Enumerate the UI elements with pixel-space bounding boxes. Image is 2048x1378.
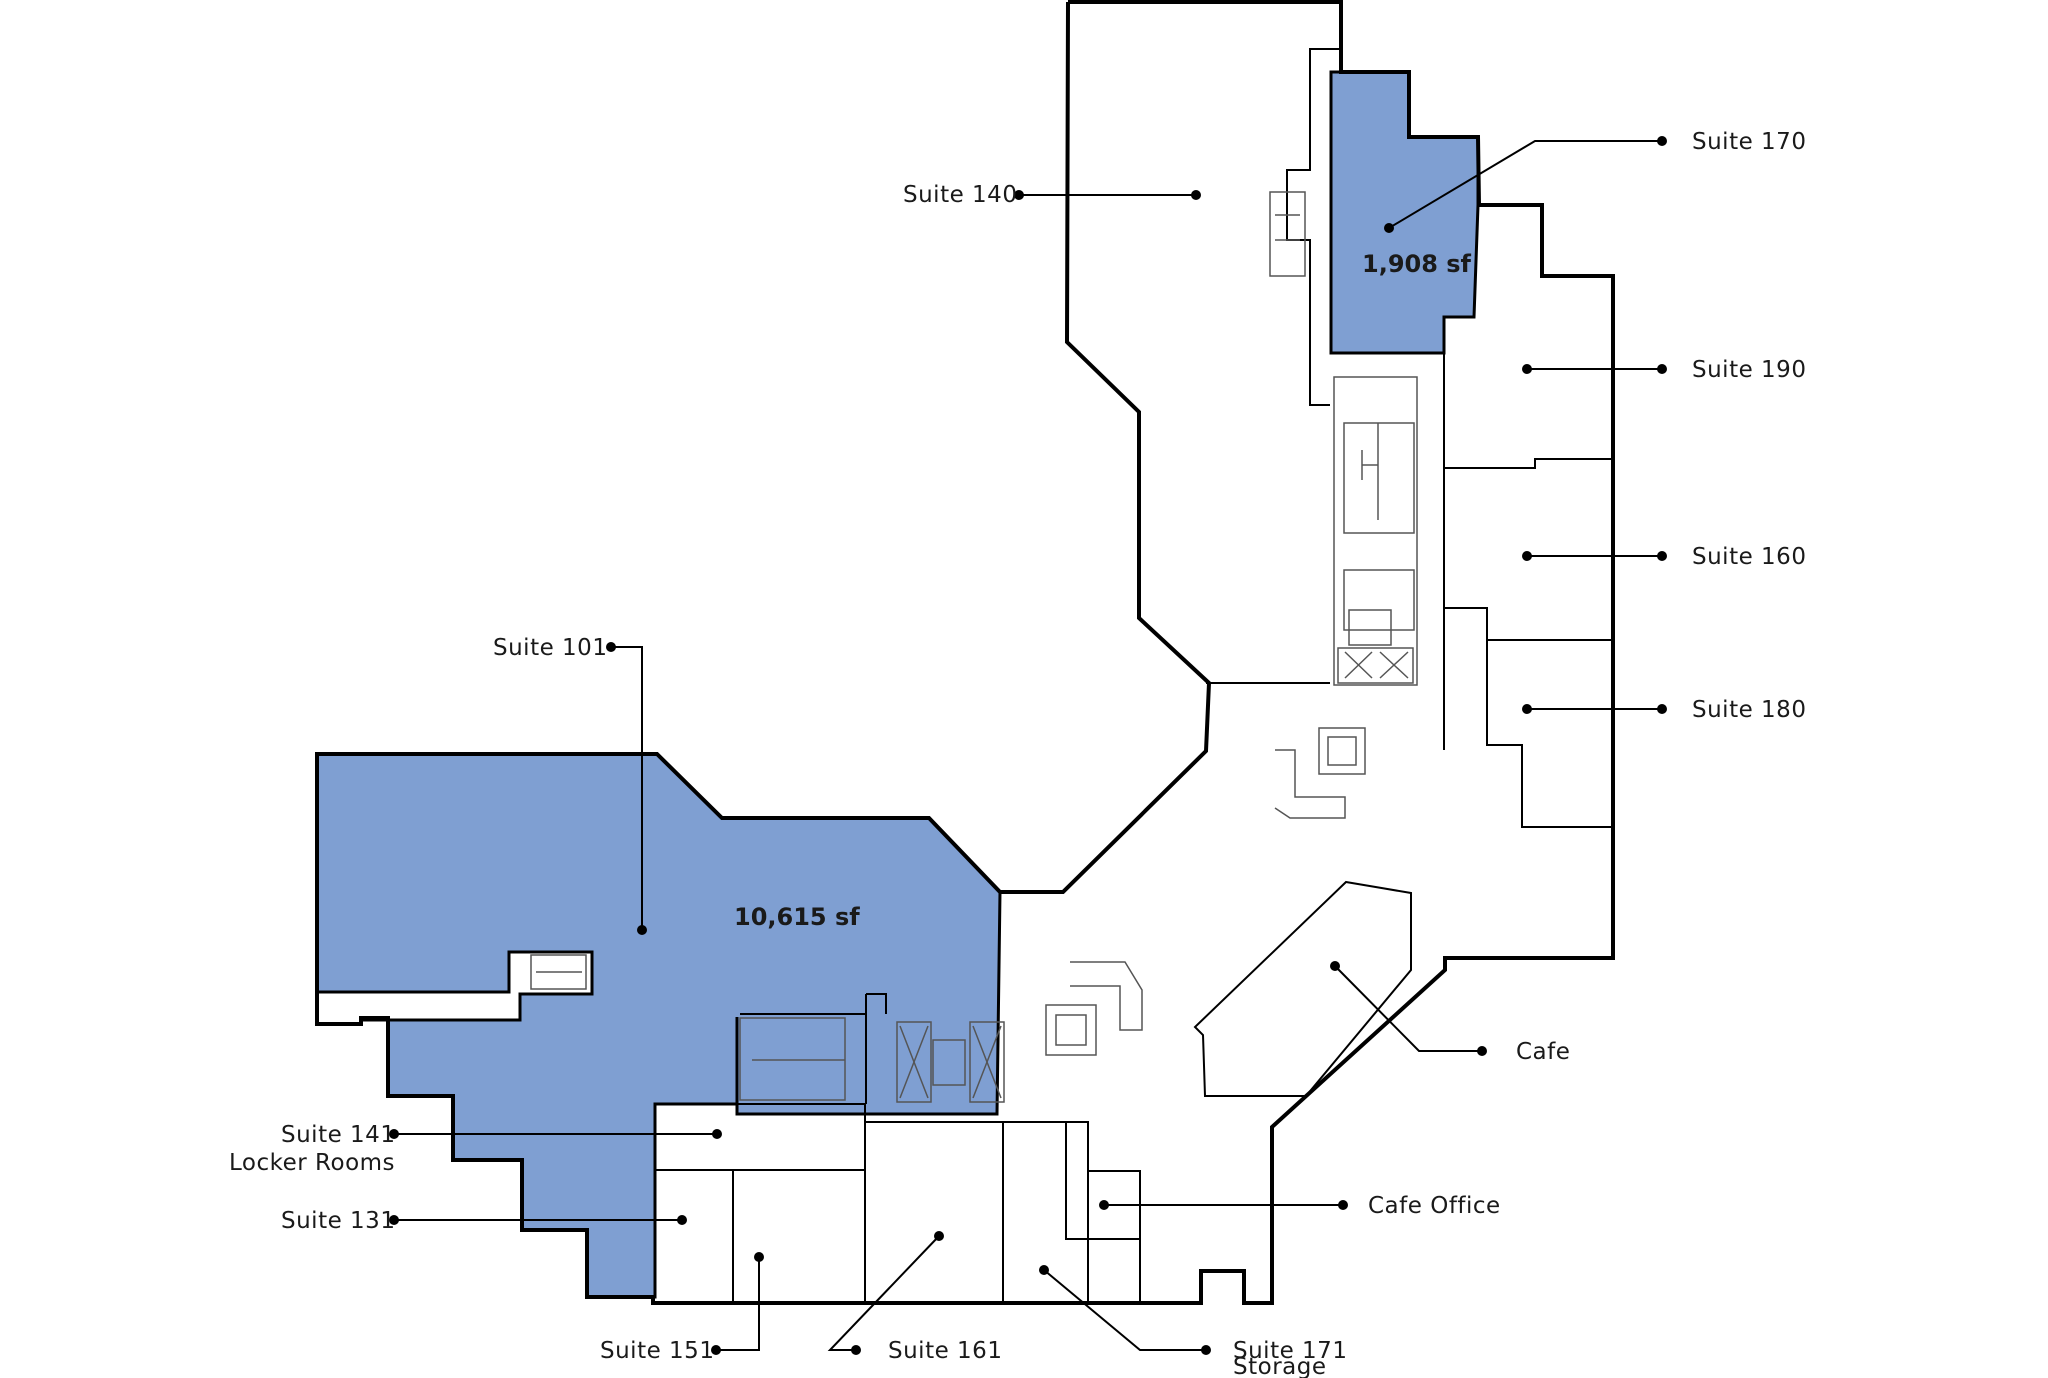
building-outline bbox=[315, 0, 1615, 1305]
label-suite-170[interactable]: Suite 170 bbox=[1692, 129, 1806, 155]
label-suite-140[interactable]: Suite 140 bbox=[903, 182, 1017, 208]
suite-170-space[interactable] bbox=[1329, 70, 1480, 355]
suite-101-area: 10,615 sf bbox=[734, 903, 860, 931]
label-suite-161[interactable]: Suite 161 bbox=[888, 1338, 1002, 1364]
label-cafe[interactable]: Cafe bbox=[1516, 1039, 1570, 1065]
label-suite-131[interactable]: Suite 131 bbox=[281, 1208, 395, 1234]
label-suite-101[interactable]: Suite 101 bbox=[493, 635, 607, 661]
label-suite-141[interactable]: Suite 141 bbox=[281, 1122, 395, 1148]
label-suite-171[interactable]: Suite 171 bbox=[1233, 1338, 1347, 1364]
leaders bbox=[389, 136, 1667, 1355]
label-suite-151[interactable]: Suite 151 bbox=[600, 1338, 714, 1364]
label-suite-180[interactable]: Suite 180 bbox=[1692, 697, 1806, 723]
interior-walls bbox=[654, 48, 1613, 1303]
label-locker-rooms: Locker Rooms bbox=[229, 1150, 395, 1176]
core-details bbox=[530, 191, 1418, 1103]
suite-170-area: 1,908 sf bbox=[1362, 250, 1472, 278]
label-suite-160[interactable]: Suite 160 bbox=[1692, 544, 1806, 570]
label-suite-190[interactable]: Suite 190 bbox=[1692, 357, 1806, 383]
label-cafe-office[interactable]: Cafe Office bbox=[1368, 1193, 1501, 1219]
label-storage: Storage bbox=[1233, 1354, 1327, 1378]
